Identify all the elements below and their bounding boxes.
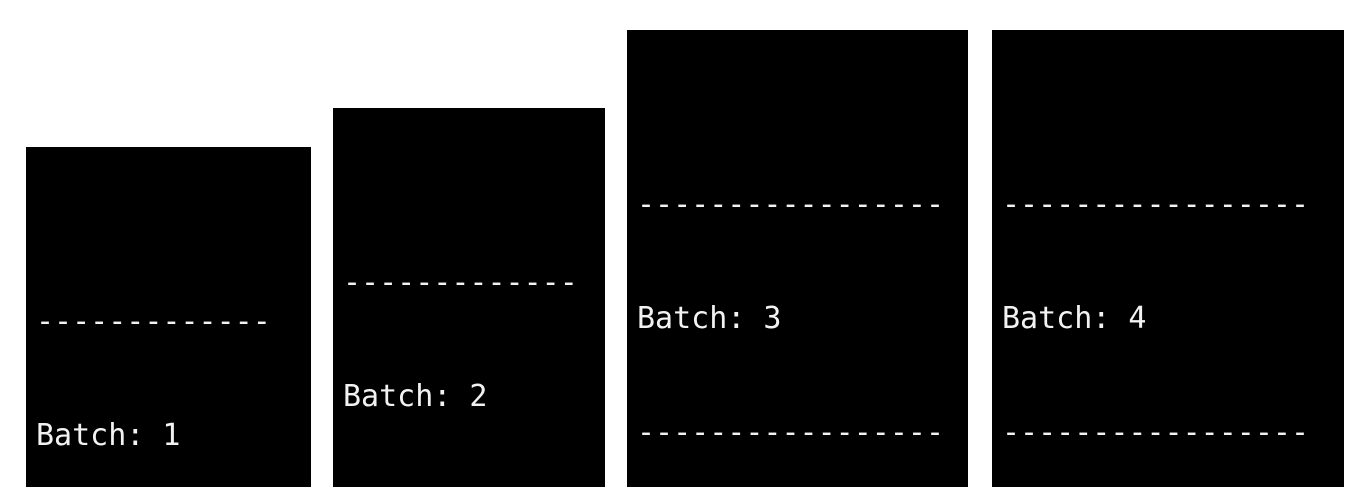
batch-top-rule: ----------------- [1002,187,1310,222]
batch-console-panel-2[interactable]: ------------- Batch: 2 ------------- +--… [333,108,605,487]
batch-bottom-rule: ----------------- [637,415,945,450]
console-output-text-2: ------------- Batch: 2 ------------- +--… [333,184,605,487]
batch-top-rule: ------------- [36,304,271,339]
batch-title: Batch: 3 [637,301,782,336]
console-output-text-3: ----------------- Batch: 3 -------------… [627,106,968,487]
batch-title: Batch: 4 [1002,301,1147,336]
batch-console-panel-4[interactable]: ----------------- Batch: 4 -------------… [992,30,1344,487]
batch-title: Batch: 1 [36,418,181,453]
batch-top-rule: ----------------- [637,187,945,222]
batch-console-panel-3[interactable]: ----------------- Batch: 3 -------------… [627,30,968,487]
batch-bottom-rule: ----------------- [1002,415,1310,450]
console-output-text-1: ------------- Batch: 1 ------------- +--… [26,223,311,487]
batch-top-rule: ------------- [343,265,578,300]
batch-title: Batch: 2 [343,379,488,414]
batch-console-panel-1[interactable]: ------------- Batch: 1 ------------- +--… [26,147,311,487]
console-output-text-4: ----------------- Batch: 4 -------------… [992,106,1344,487]
